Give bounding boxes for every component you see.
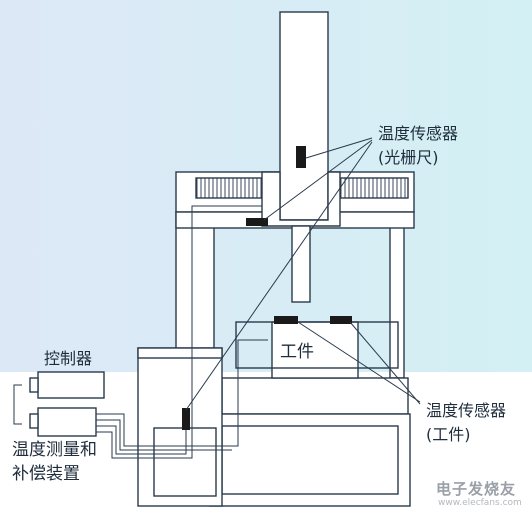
right-column — [389, 211, 405, 379]
label-sensor-grating: 温度传感器 — [378, 124, 459, 143]
watermark-brand: 电子发烧友 — [436, 480, 517, 498]
measurement-box — [37, 407, 97, 437]
table — [221, 377, 409, 415]
sensor-beam-marker — [246, 218, 268, 226]
sensor-grating-marker — [296, 146, 306, 168]
cable-4 — [96, 412, 187, 455]
pointer-grating-3 — [185, 141, 373, 411]
label-measure-line1: 温度测量和 — [12, 440, 97, 460]
cable-5 — [96, 205, 263, 459]
label-sensor-workpiece-paren: (工件) — [426, 425, 471, 444]
controller-box-tab — [29, 377, 39, 393]
pointer-grating-2 — [263, 139, 373, 221]
cabinet-top — [137, 347, 223, 359]
cable-3 — [96, 419, 232, 451]
probe — [291, 225, 311, 303]
pointer-grating-1 — [305, 137, 373, 159]
base-inner — [221, 425, 399, 495]
label-sensor-workpiece: 温度传感器 — [426, 401, 507, 420]
label-sensor-grating-paren: (光栅尺) — [378, 148, 439, 167]
z-axis-ram — [279, 11, 329, 221]
watermark-url: www.elecfans.com — [438, 498, 522, 508]
controller-box — [37, 371, 105, 399]
grating-scale-right — [339, 177, 409, 199]
cable-1 — [13, 384, 22, 425]
sensor-cabinet-marker — [182, 408, 190, 430]
label-workpiece: 工件 — [280, 342, 314, 362]
pointer-workpiece-2 — [349, 321, 421, 405]
label-measure-line2: 补偿装置 — [12, 464, 80, 484]
left-column — [175, 211, 215, 353]
sensor-workpiece-1 — [274, 316, 298, 324]
label-controller: 控制器 — [44, 349, 93, 368]
sensor-workpiece-2 — [330, 316, 352, 324]
cabinet-door — [153, 427, 217, 497]
workpiece-outline — [235, 321, 399, 369]
pointer-workpiece-1 — [297, 321, 421, 403]
measurement-box-tab — [29, 413, 39, 429]
cable-2 — [96, 339, 268, 447]
